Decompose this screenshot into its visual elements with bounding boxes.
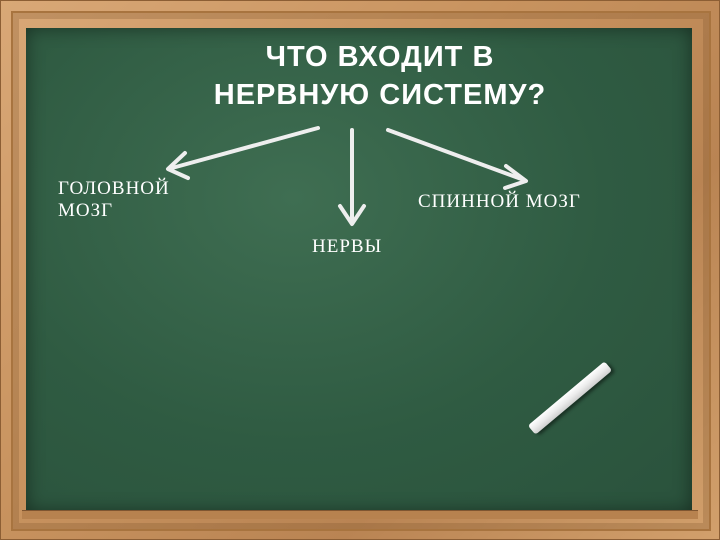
branch-label-brain: ГОЛОВНОЙ МОЗГ — [58, 178, 198, 222]
arrow-left-shaft — [170, 126, 320, 170]
branch-label-nerves: НЕРВЫ — [312, 236, 383, 257]
arrow-center-head — [338, 204, 366, 226]
arrow-left-head — [166, 151, 190, 180]
slide-title: ЧТО ВХОДИТ В НЕРВНУЮ СИСТЕМУ? — [170, 38, 590, 114]
chalk-ledge — [22, 510, 698, 519]
title-line-1: ЧТО ВХОДИТ В — [265, 41, 495, 73]
chalkboard-surface — [26, 28, 692, 512]
arrow-right-head — [503, 164, 528, 190]
arrow-right-shaft — [386, 128, 526, 182]
title-line-2: НЕРВНУЮ СИСТЕМУ? — [213, 79, 547, 111]
brain-label-line-2: МОЗГ — [58, 200, 114, 221]
branch-label-spinal-cord: СПИННОЙ МОЗГ — [418, 191, 581, 212]
frame-inner-border — [11, 11, 711, 531]
brain-label-line-1: ГОЛОВНОЙ — [58, 178, 170, 199]
